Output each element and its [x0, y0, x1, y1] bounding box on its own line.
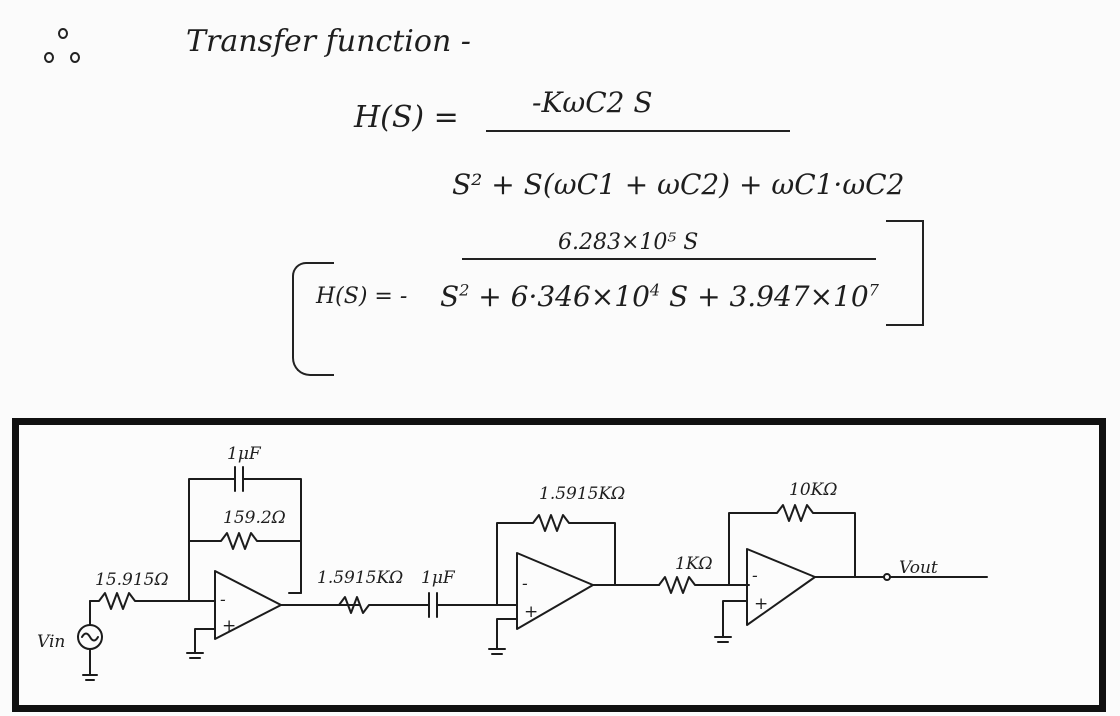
eq1-denominator: S² + S(ωC1 + ωC2) + ωC1·ωC2	[452, 168, 905, 201]
opamp3-plus: +	[754, 594, 768, 614]
opamp1-plus: +	[222, 616, 236, 636]
circuit-frame: Vin 15.915Ω 1μF 159.2Ω - +	[12, 418, 1106, 712]
series-rc	[280, 592, 518, 618]
res-feedback1-label: 159.2Ω	[223, 508, 286, 528]
opamp2-minus: -	[522, 574, 528, 594]
opamp2-plus: +	[524, 602, 538, 622]
eq1-lhs: H(S) =	[354, 100, 459, 135]
eq2-den-exp7: 7	[868, 280, 879, 300]
eq2-den-s2: S	[440, 280, 460, 313]
opamp-2	[488, 552, 660, 655]
vin-label: Vin	[37, 632, 65, 652]
res-feedback3-label: 10KΩ	[789, 480, 837, 500]
stage2-feedback	[496, 514, 616, 606]
eq2-bracket-left	[292, 262, 334, 376]
input-resistor-label: 15.915Ω	[95, 570, 169, 590]
heading-transfer-function: Transfer function -	[186, 24, 471, 59]
eq2-lhs: H(S) = -	[316, 284, 408, 309]
cap2-label: 1μF	[421, 568, 456, 588]
eq2-den-exp4: 4	[649, 280, 661, 300]
eq1-numerator: -KωC2 S	[532, 86, 653, 119]
vin-source	[77, 600, 103, 681]
eq1-fraction-bar	[486, 130, 790, 132]
eq2-numerator: 6.283×10⁵ S	[558, 230, 699, 255]
eq2-den-s: S	[668, 280, 689, 313]
res-feedback2-label: 1.5915KΩ	[539, 484, 625, 504]
res3-label: 1KΩ	[675, 554, 713, 574]
eq2-denominator: S2 + 6·346×104 S + 3.947×107	[440, 280, 879, 313]
opamp3-minus: -	[752, 566, 758, 586]
eq2-den-coef: + 6·346×10	[478, 280, 650, 313]
eq2-den-const: + 3.947×10	[697, 280, 869, 313]
input-resistor	[89, 592, 190, 610]
opamp1-minus: -	[220, 590, 226, 610]
vout-label: Vout	[899, 558, 938, 578]
eq2-fraction-bar	[462, 258, 876, 260]
therefore-symbol	[38, 24, 88, 74]
res3	[658, 576, 750, 594]
eq2-bracket-right	[886, 220, 924, 326]
opamp-3	[714, 548, 988, 643]
circuit-schematic: Vin 15.915Ω 1μF 159.2Ω - +	[37, 444, 988, 681]
stage1-feedback	[188, 466, 302, 602]
res-series-label: 1.5915KΩ	[317, 568, 403, 588]
cap1-label: 1μF	[227, 444, 262, 464]
stage3-feedback	[728, 504, 856, 586]
